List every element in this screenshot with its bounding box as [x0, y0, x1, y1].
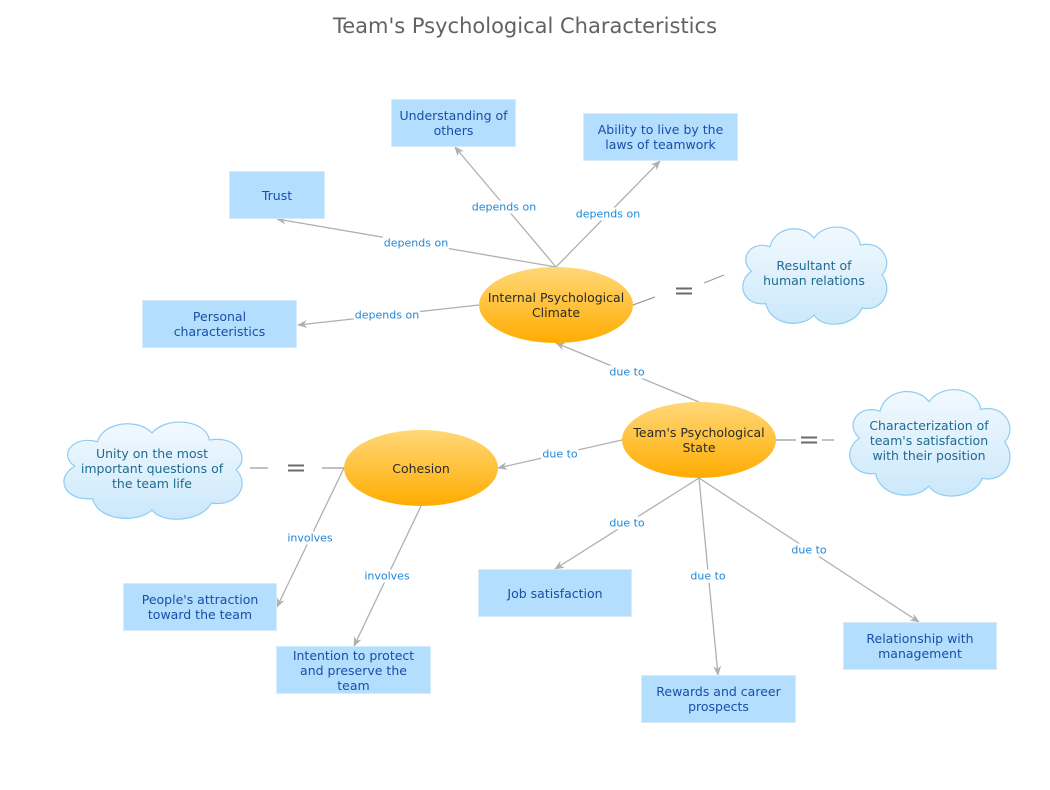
edge-label: depends on [353, 308, 421, 322]
edge-label: involves [286, 531, 334, 545]
node-internal-climate-label: Internal Psychological Climate [487, 290, 625, 320]
node-team-state-label: Team's Psychological State [633, 425, 765, 455]
equals-symbol [288, 464, 304, 473]
node-internal-climate-ellipse[interactable] [479, 267, 633, 343]
edge-label: due to [541, 447, 579, 461]
equals-symbol [676, 287, 692, 296]
node-rewards-box[interactable]: Rewards and career prospects [641, 675, 796, 723]
cloud-resultant-shape[interactable] [743, 227, 887, 324]
node-cohesion-label: Cohesion [392, 460, 450, 476]
node-ability-box[interactable]: Ability to live by the laws of teamwork [583, 113, 738, 161]
edge-label: depends on [382, 236, 450, 250]
edge-label: depends on [470, 200, 538, 214]
cloud-unity-label: Unity on the most important questions of… [80, 445, 224, 491]
edge-label: due to [608, 365, 646, 379]
edge-label: due to [608, 516, 646, 530]
node-understanding-box[interactable]: Understanding of others [391, 99, 516, 147]
cloud-resultant-label: Resultant of human relations [763, 258, 865, 288]
edge-label: due to [689, 569, 727, 583]
equivalence-connector [632, 296, 656, 306]
cloud-characterization-label: Characterization of team's satisfaction … [869, 417, 989, 463]
node-team-state-ellipse[interactable] [622, 402, 776, 478]
node-trust-box[interactable]: Trust [229, 171, 325, 219]
node-attraction-box[interactable]: People's attraction toward the team [123, 583, 277, 631]
equivalence-connector [703, 274, 725, 284]
node-cohesion-ellipse[interactable] [344, 430, 498, 506]
edge-label: involves [363, 569, 411, 583]
edge-label: depends on [574, 207, 642, 221]
cloud-characterization-shape[interactable] [850, 390, 1010, 496]
diagram-title: Team's Psychological Characteristics [332, 14, 718, 38]
node-relationship-box[interactable]: Relationship with management [843, 622, 997, 670]
equals-symbol [801, 436, 817, 445]
edge-label: due to [790, 543, 828, 557]
node-job-box[interactable]: Job satisfaction [478, 569, 632, 617]
cloud-unity-shape[interactable] [64, 422, 242, 519]
node-personal-box[interactable]: Personal characteristics [142, 300, 297, 348]
node-intention-box[interactable]: Intention to protect and preserve the te… [276, 646, 431, 694]
